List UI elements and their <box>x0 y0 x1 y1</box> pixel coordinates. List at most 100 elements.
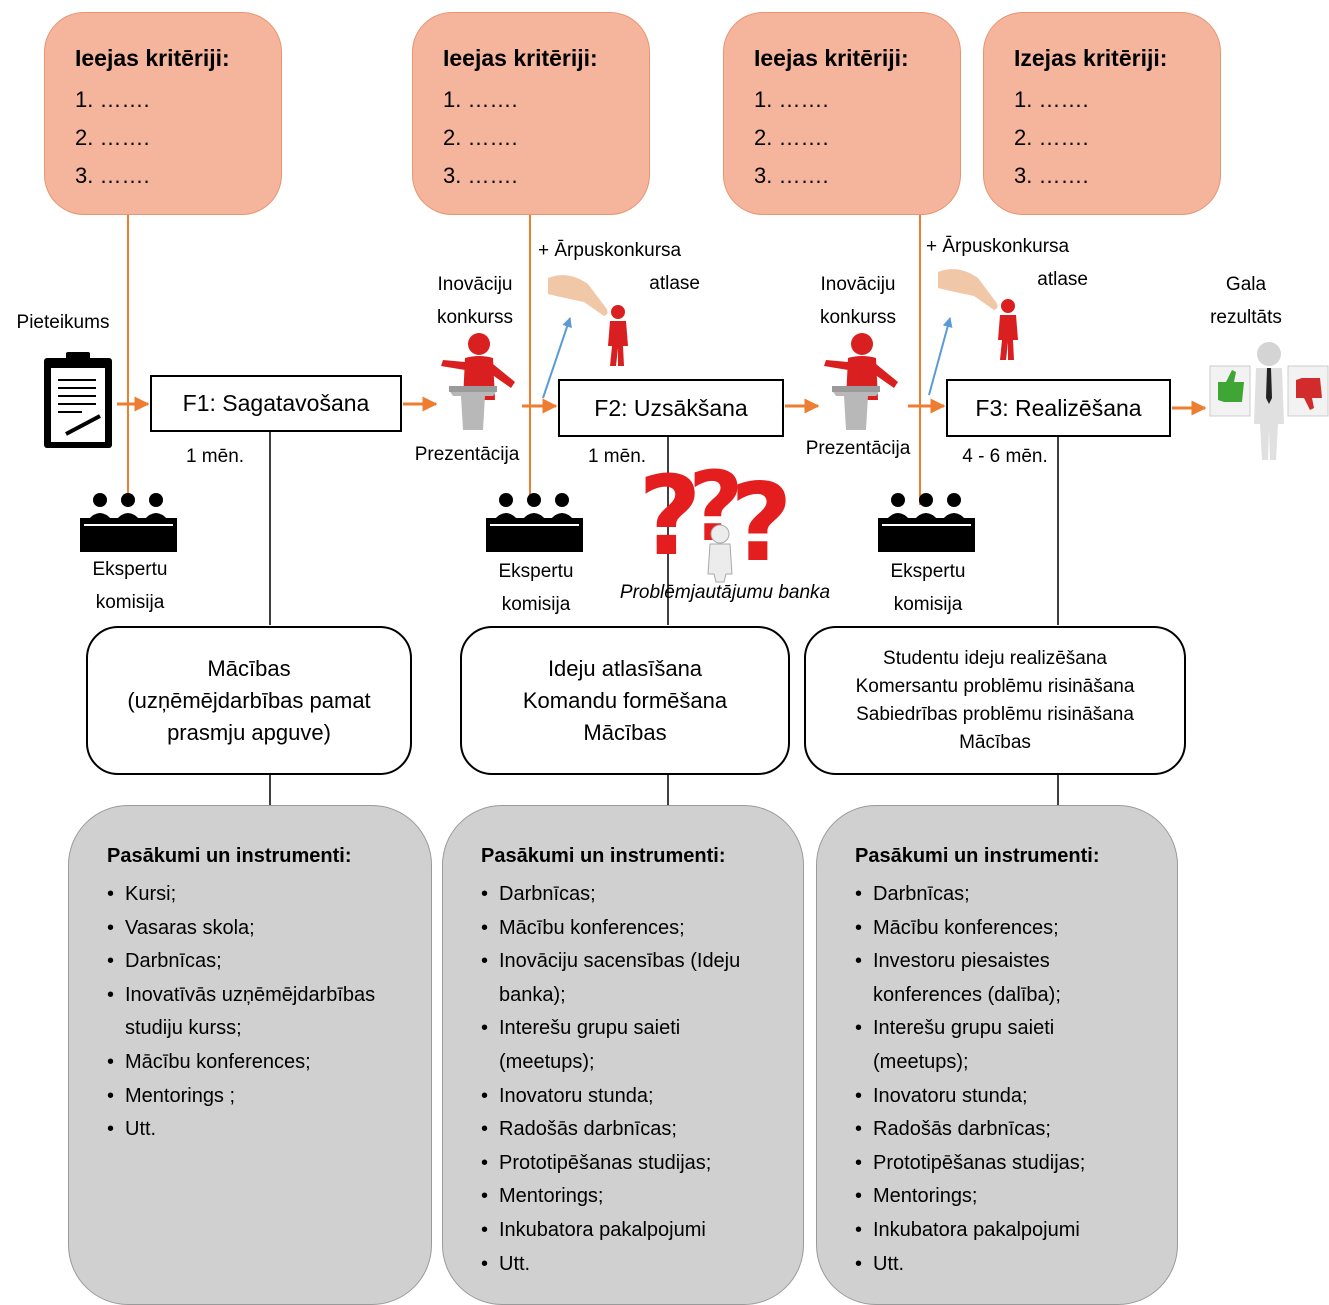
phase-label: F3: Realizēšana <box>975 394 1142 421</box>
phase-label: F2: Uzsākšana <box>594 394 748 421</box>
list-item: Radošās darbnīcas; <box>855 1113 1177 1147</box>
tools-title: Pasākumi un instrumenti: <box>107 845 352 867</box>
list-item: Darbnīcas; <box>481 878 803 912</box>
innovation-contest-label: Inovāciju konkurss <box>415 268 535 334</box>
innovation-contest-label: Inovāciju konkurss <box>798 268 918 334</box>
list-item: Vasaras skola; <box>107 912 431 946</box>
list-item: Darbnīcas; <box>107 945 431 979</box>
list-item: Prototipēšanas studijas; <box>855 1147 1177 1181</box>
list-item: Inovatīvās uzņēmējdarbības studiju kurss… <box>107 979 395 1046</box>
expert-commission-icon <box>80 493 177 552</box>
tools-box-f1: Pasākumi un instrumenti: Kursi; Vasaras … <box>68 805 432 1305</box>
label-line: Inovāciju <box>820 274 896 295</box>
activity-line: Mācības <box>207 655 291 681</box>
list-item: Mentorings; <box>855 1180 1177 1214</box>
phase-label: F1: Sagatavošana <box>182 390 370 416</box>
list-item: Utt. <box>107 1113 431 1147</box>
criteria-title: Ieejas kritēriji: <box>443 45 598 71</box>
tools-box-f2: Pasākumi un instrumenti: Darbnīcas; Mācī… <box>442 805 804 1305</box>
list-item: Inovatoru stunda; <box>855 1080 1177 1114</box>
label-line: Ekspertu <box>92 559 168 580</box>
list-item: Investoru piesaistes konferences (dalība… <box>855 945 1123 1012</box>
criteria-box: Ieejas kritēriji: 1. ……. 2. ……. 3. ……. <box>44 12 282 215</box>
label-line: Ekspertu <box>498 561 574 582</box>
activity-box-f1: Mācības (uzņēmējdarbības pamat prasmju a… <box>86 626 412 775</box>
criteria-title: Izejas kritēriji: <box>1014 45 1168 71</box>
duration-label: 4 - 6 mēn. <box>962 446 1048 467</box>
criteria-item: 3. ……. <box>443 163 518 188</box>
activity-box-f3: Studentu ideju realizēšana Komersantu pr… <box>804 626 1186 775</box>
speaker-at-podium-icon <box>441 333 515 430</box>
problem-bank-label: Problēmjautājumu banka <box>619 582 831 603</box>
expert-commission-label: Ekspertu komisija <box>80 553 180 619</box>
activity-line: Ideju atlasīšana <box>547 655 703 681</box>
label-line: konkurss <box>819 307 897 328</box>
activity-line: Sabiedrības problēmu risināšana <box>856 703 1134 725</box>
tools-title: Pasākumi un instrumenti: <box>855 845 1100 867</box>
criteria-item: 3. ……. <box>1014 163 1089 188</box>
label-line: komisija <box>893 594 963 615</box>
extra-selection-label: + Ārpuskonkursa atlase <box>538 234 708 300</box>
clipboard-icon <box>44 352 112 448</box>
criteria-box: Izejas kritēriji: 1. ……. 2. ……. 3. ……. <box>983 12 1221 215</box>
activity-line: Studentu ideju realizēšana <box>883 647 1107 669</box>
phase-box-f3: F3: Realizēšana <box>946 379 1171 437</box>
presentation-label: Prezentācija <box>414 444 520 465</box>
criteria-title: Ieejas kritēriji: <box>754 45 909 71</box>
list-item: Mācību konferences; <box>481 912 803 946</box>
phase-box-f2: F2: Uzsākšana <box>558 379 784 437</box>
criteria-item: 3. ……. <box>754 163 829 188</box>
list-item: Interešu grupu saieti (meetups); <box>855 1012 1123 1079</box>
list-item: Inkubatora pakalpojumi <box>481 1214 803 1248</box>
criteria-item: 1. ……. <box>443 87 518 112</box>
criteria-item: 2. ……. <box>754 125 829 150</box>
label-line: Inovāciju <box>437 274 513 295</box>
label-line: Ekspertu <box>890 561 966 582</box>
criteria-item: 1. ……. <box>75 87 150 112</box>
criteria-item: 3. ……. <box>75 163 150 188</box>
label-line: rezultāts <box>1210 307 1282 328</box>
list-item: Inkubatora pakalpojumi <box>855 1214 1177 1248</box>
list-item: Mentorings ; <box>107 1080 431 1114</box>
hand-picking-figure-icon <box>548 275 628 366</box>
criteria-item: 1. ……. <box>1014 87 1089 112</box>
list-item: Utt. <box>855 1248 1177 1282</box>
svg-text:?: ? <box>638 452 702 580</box>
activity-line: Mācības <box>583 719 667 745</box>
activity-line: Komersantu problēmu risināšana <box>855 675 1135 697</box>
label-line: konkurss <box>436 307 514 328</box>
activity-line: Komandu formēšana <box>522 687 728 713</box>
criteria-item: 2. ……. <box>75 125 150 150</box>
criteria-box: Ieejas kritēriji: 1. ……. 2. ……. 3. ……. <box>412 12 650 215</box>
hand-picking-figure-icon <box>938 269 1018 360</box>
activity-line: prasmju apguve) <box>167 719 331 745</box>
list-item: Mentorings; <box>481 1180 803 1214</box>
list-item: Mācību konferences; <box>107 1046 431 1080</box>
label-line: komisija <box>501 594 571 615</box>
extra-selection-label: + Ārpuskonkursa atlase <box>926 230 1096 296</box>
list-item: Kursi; <box>107 878 431 912</box>
activity-line: Mācības <box>959 731 1031 753</box>
question-marks-icon: ? ? ? <box>638 451 793 584</box>
application-label: Pieteikums <box>16 312 110 333</box>
label-line: atlase <box>649 273 700 294</box>
label-line: + Ārpuskonkursa <box>926 236 1070 257</box>
activity-line: (uzņēmējdarbības pamat <box>127 687 371 713</box>
list-item: Radošās darbnīcas; <box>481 1113 803 1147</box>
tools-box-f3: Pasākumi un instrumenti: Darbnīcas; Mācī… <box>816 805 1178 1305</box>
list-item: Mācību konferences; <box>855 912 1177 946</box>
expert-commission-label: Ekspertu komisija <box>878 555 978 621</box>
criteria-box: Ieejas kritēriji: 1. ……. 2. ……. 3. ……. <box>723 12 961 215</box>
list-item: Utt. <box>481 1248 803 1282</box>
presentation-label: Prezentācija <box>805 438 911 459</box>
final-result-label: Gala rezultāts <box>1196 268 1296 334</box>
thumbs-up-down-figure-icon <box>1209 342 1329 460</box>
speaker-at-podium-icon <box>824 333 898 430</box>
list-item: Inovatoru stunda; <box>481 1080 803 1114</box>
label-line: + Ārpuskonkursa <box>538 240 682 261</box>
criteria-title: Ieejas kritēriji: <box>75 45 230 71</box>
criteria-item: 2. ……. <box>443 125 518 150</box>
label-line: Gala <box>1225 274 1267 295</box>
activity-box-f2: Ideju atlasīšana Komandu formēšana Mācīb… <box>460 626 790 775</box>
expert-commission-icon <box>486 493 583 552</box>
